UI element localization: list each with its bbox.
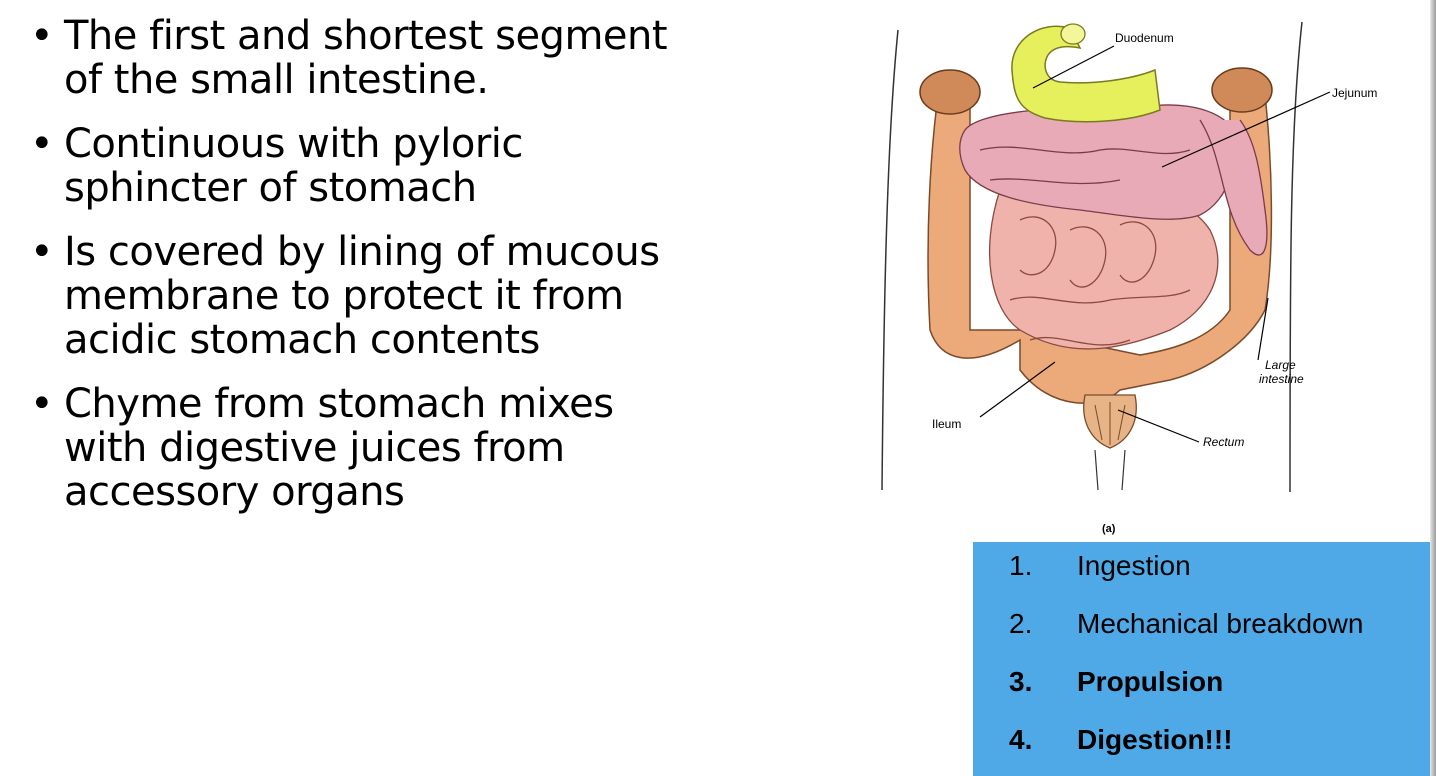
body-outline-right — [1289, 21, 1303, 493]
digestion-steps-box: 1. Ingestion 2. Mechanical breakdown 3. … — [973, 542, 1430, 776]
step-item: 1. Ingestion — [973, 546, 1430, 586]
label-ileum: Ileum — [932, 417, 961, 431]
bullet-item: The first and shortest segment of the sm… — [30, 14, 670, 102]
colon-end-left — [919, 69, 981, 115]
step-number: 3. — [1009, 666, 1033, 697]
bullet-item: Chyme from stomach mixes with digestive … — [30, 382, 670, 514]
label-rectum: Rectum — [1203, 435, 1244, 449]
step-item: 3. Propulsion — [973, 662, 1430, 702]
step-number: 2. — [1009, 608, 1033, 639]
intestine-illustration: Duodenum Jejunum Large intestine Ileum R… — [870, 10, 1430, 540]
step-item: 4. Digestion!!! — [973, 720, 1430, 760]
step-item: 2. Mechanical breakdown — [973, 604, 1430, 644]
step-number: 1. — [1009, 550, 1033, 581]
bullet-item: Is covered by lining of mucous membrane … — [30, 230, 670, 362]
step-label: Digestion!!! — [1077, 724, 1233, 755]
label-large-intestine-line2: intestine — [1259, 372, 1304, 386]
label-jejunum: Jejunum — [1332, 86, 1377, 100]
duodenum-opening — [1060, 23, 1086, 45]
step-number: 4. — [1009, 724, 1033, 755]
colon-end-right — [1211, 67, 1273, 113]
step-label: Ingestion — [1077, 550, 1191, 581]
step-label: Mechanical breakdown — [1077, 608, 1364, 639]
slide-edge-shadow — [1430, 0, 1436, 776]
label-large-intestine-line1: Large — [1265, 358, 1296, 372]
body-outline-left — [881, 29, 899, 491]
figure-caption: (a) — [1102, 523, 1116, 535]
bullet-list: The first and shortest segment of the sm… — [30, 14, 670, 534]
label-duodenum: Duodenum — [1115, 31, 1174, 45]
duodenum-shape — [1011, 25, 1161, 123]
bullet-item: Continuous with pyloric sphincter of sto… — [30, 122, 670, 210]
step-label: Propulsion — [1077, 666, 1224, 697]
